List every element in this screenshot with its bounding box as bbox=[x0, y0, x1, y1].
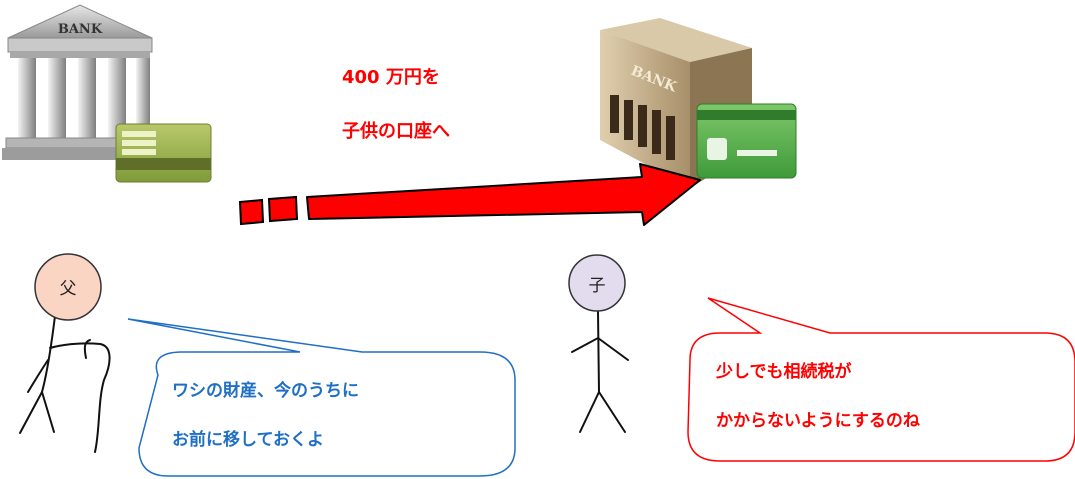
transfer-arrow bbox=[238, 163, 701, 226]
child-speech-line2: かからないようにするのね bbox=[716, 411, 920, 431]
transfer-destination-text: 子供の口座へ bbox=[342, 121, 450, 142]
father-figure bbox=[19, 315, 111, 453]
child-head-label: 子 bbox=[588, 276, 606, 296]
father-speech-line2: お前に移しておくよ bbox=[172, 430, 324, 450]
father-head-label: 父 bbox=[59, 279, 77, 299]
card-right-icon bbox=[696, 103, 797, 179]
father-speech-bubble bbox=[127, 318, 516, 477]
father-speech-line1: ワシの財産、今のうちに bbox=[172, 381, 359, 401]
bank-left-sign: BANK bbox=[58, 22, 103, 37]
transfer-amount-text: 400 万円を bbox=[342, 67, 440, 88]
father-head bbox=[34, 253, 102, 321]
child-figure bbox=[571, 311, 629, 433]
child-head bbox=[568, 254, 626, 312]
bank-left-icon bbox=[2, 4, 158, 160]
child-speech-line1: 少しでも相続税が bbox=[716, 362, 852, 382]
card-left-icon bbox=[115, 123, 212, 183]
